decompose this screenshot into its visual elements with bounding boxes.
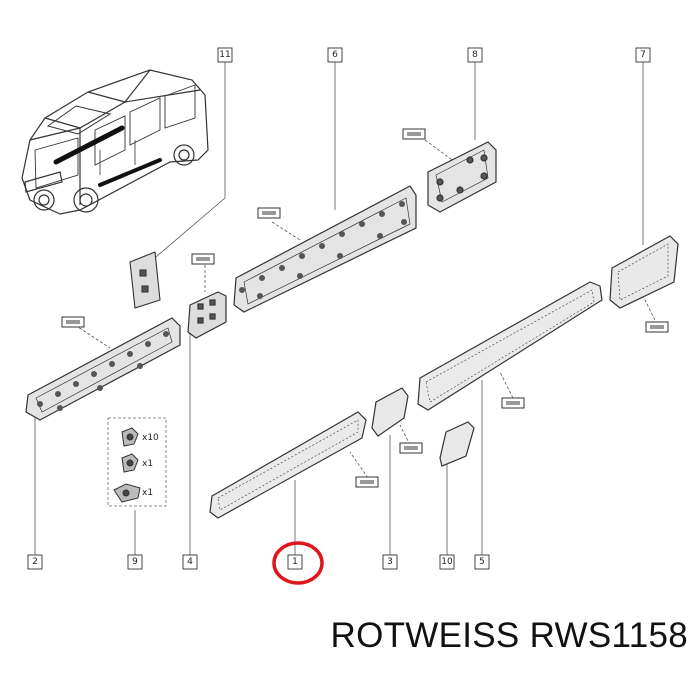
part-number: RWS1158 (529, 616, 688, 655)
callout-6: 6 (327, 47, 343, 63)
callout-4: 4 (182, 554, 198, 570)
svg-text:6: 6 (332, 50, 338, 60)
svg-text:8: 8 (472, 50, 478, 60)
part-2-moulding (25, 317, 181, 421)
part-6-moulding (233, 185, 417, 313)
clip-tag-inner-marks (66, 132, 664, 484)
part-8-panel (427, 141, 497, 213)
callout-11: 11 (217, 47, 233, 63)
svg-text:11: 11 (219, 50, 230, 60)
callout-7: 7 (635, 47, 651, 63)
callout-5: 5 (474, 554, 490, 570)
callout-3: 3 (382, 554, 398, 570)
svg-text:3: 3 (387, 557, 393, 567)
part-11-bracket (129, 251, 161, 309)
part-1-door-moulding (209, 411, 367, 519)
svg-text:1: 1 (292, 557, 298, 567)
part-caption: ROTWEISS RWS1158 (331, 616, 689, 656)
fastener-qty: x10 (142, 433, 159, 443)
fastener-qty: x1 (142, 459, 153, 469)
part-7-strip (609, 235, 679, 309)
van-moulding-highlight (53, 125, 162, 187)
highlight-circle (272, 541, 324, 585)
part-5-moulding (417, 281, 603, 411)
fastener-qty: x1 (142, 488, 153, 498)
fastener-kit: x10 x1 x1 (107, 417, 167, 507)
part-10-endcap (439, 421, 475, 467)
callout-8: 8 (467, 47, 483, 63)
clip-icon (121, 427, 139, 447)
callout-2: 2 (27, 554, 43, 570)
callout-10: 10 (439, 554, 455, 570)
rivet-icon (121, 453, 139, 473)
callout-9: 9 (127, 554, 143, 570)
van-illustration (21, 69, 209, 215)
part-4-clip-panel (187, 291, 227, 339)
svg-text:10: 10 (441, 557, 453, 567)
nut-icon (113, 483, 141, 503)
svg-text:9: 9 (132, 557, 138, 567)
clip-dashed-leaders (74, 139, 656, 479)
svg-text:7: 7 (640, 50, 646, 60)
leader-lines (34, 62, 644, 555)
svg-text:2: 2 (32, 557, 38, 567)
part-3-insert (371, 387, 409, 437)
callout-1: 1 (287, 554, 303, 570)
svg-text:5: 5 (479, 557, 485, 567)
brand-name: ROTWEISS (330, 616, 520, 655)
svg-text:4: 4 (187, 557, 193, 567)
